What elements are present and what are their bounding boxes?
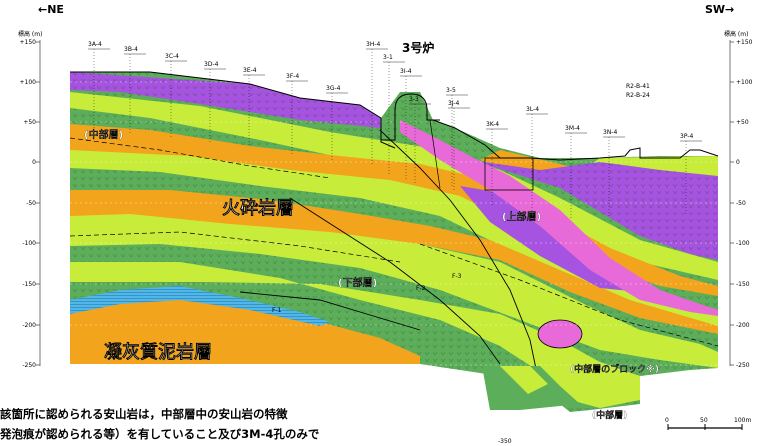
dashed-contact-3 xyxy=(419,243,719,347)
yellow-green-layer-1 xyxy=(70,92,718,280)
borehole-label: 3F-4 xyxy=(286,73,299,80)
axis-tick-label: +50 xyxy=(736,119,749,126)
elevation-unit-right: 標高 (m) xyxy=(724,30,748,38)
axis-tick-label: 0 xyxy=(32,159,36,166)
axis-tick-label: +100 xyxy=(736,79,753,86)
axis-tick-label: -150 xyxy=(736,281,750,288)
fault-line-f3 xyxy=(379,129,541,389)
dashed-contact xyxy=(69,137,331,179)
label-pyroclastic: 火砕岩層 xyxy=(222,197,294,219)
axis-tick-label: +50 xyxy=(23,119,36,126)
fault-line-f2 xyxy=(289,197,501,365)
reactor-building-outline xyxy=(380,93,440,141)
axis-tick-label: -250 xyxy=(736,362,750,369)
excavation-line xyxy=(429,119,441,189)
upper-purple-texture xyxy=(70,72,381,128)
note-line-1: 該箇所に認められる安山岩は，中部層中の安山岩の特徴 xyxy=(0,407,288,421)
borehole-label: R2-B-41 xyxy=(626,83,650,90)
axis-tick-label: -100 xyxy=(736,240,750,247)
blue-layer-texture xyxy=(70,286,330,326)
fault-label-f1: F-1 xyxy=(272,307,282,314)
label-middle-lower: (中部層) xyxy=(592,409,627,421)
scale-label-50: 50 xyxy=(700,417,708,424)
orange-layer-2 xyxy=(70,190,718,334)
fault-line-f1 xyxy=(239,291,421,331)
borehole-label: 3I-4 xyxy=(400,68,412,75)
axis-tick-label: -200 xyxy=(736,322,750,329)
borehole-label: 3E-4 xyxy=(243,67,257,74)
borehole-label: 3M-4 xyxy=(565,125,580,132)
borehole-label: 3-5 xyxy=(446,87,456,94)
axis-tick-label: +100 xyxy=(20,79,37,86)
orange-layer-1 xyxy=(70,124,718,296)
upper-layer-purple-wedge-texture xyxy=(470,160,718,260)
borehole-label: 3P-4 xyxy=(680,133,693,140)
borehole-label: 3K-4 xyxy=(486,121,499,128)
direction-ne: ←NE xyxy=(38,3,64,16)
axis-tick-label: -350 xyxy=(498,438,512,445)
fault-label-f2: F-2 xyxy=(416,285,426,292)
reactor-label: 3号炉 xyxy=(402,40,434,55)
borehole-label: 3A-4 xyxy=(88,41,102,48)
middle-layer-block xyxy=(537,319,583,349)
scale-bar: 0 50 100m xyxy=(665,417,751,430)
label-tuff-mudstone: 凝灰質泥岩層 xyxy=(104,341,212,363)
boreholes: 3A-4 3B-4 3C-4 3D-4 3E-4 3F-4 3G-4 3H-43-1 3I-4 3… xyxy=(88,41,702,218)
ground-surface-right xyxy=(432,119,719,161)
borehole-label: 3G-4 xyxy=(326,85,341,92)
orange-layer-4 xyxy=(70,298,420,364)
borehole-label: 3C-4 xyxy=(165,53,179,60)
note-line-2: 発泡痕が認められる等）を有していること及び3M-4孔のみで xyxy=(0,427,319,441)
axis-tick-label: -200 xyxy=(22,322,36,329)
strata-group xyxy=(70,72,718,412)
yellow-green-layer-4 xyxy=(70,262,640,408)
axis-tick-label: -250 xyxy=(22,362,36,369)
label-middle-upper: (中部層) xyxy=(84,128,123,141)
axis-tick-label: +150 xyxy=(736,39,753,46)
label-middle-block: (中部層のブロック※) xyxy=(570,363,659,375)
scale-label-100: 100m xyxy=(734,417,751,424)
axis-tick-label: -50 xyxy=(736,200,746,207)
label-lower: (下部層) xyxy=(338,276,377,289)
direction-sw: SW→ xyxy=(705,3,734,16)
axis-tick-label: -100 xyxy=(22,240,36,247)
fault-label-f3: F-3 xyxy=(452,273,462,280)
dashed-contact-2 xyxy=(69,231,401,263)
left-axis-ticks: +150+100+500-50-100-150-200-250-300-350 xyxy=(20,39,512,445)
reactor-foundation xyxy=(484,157,534,191)
axis-tick-label: -150 xyxy=(22,281,36,288)
axis-tick-label: -50 xyxy=(26,200,36,207)
borehole-label: 3J-4 xyxy=(448,100,460,107)
borehole-label: 3H-4 xyxy=(366,41,380,48)
borehole-label: 3B-4 xyxy=(124,46,138,53)
borehole-label: R2-B-24 xyxy=(626,92,650,99)
elevation-unit-left: 標高 (m) xyxy=(18,30,42,38)
axis-tick-label: 0 xyxy=(736,159,740,166)
lower-lobe-yellow xyxy=(500,366,548,394)
borehole-label: 3-3 xyxy=(409,96,419,103)
axis-tick-label: +150 xyxy=(20,39,37,46)
borehole-label: 3N-4 xyxy=(603,129,617,136)
right-axis-ticks: +150 +100 +50 0 -50 -100 -150 -200 -250 xyxy=(730,39,753,369)
borehole-label: 3D-4 xyxy=(204,61,219,68)
pink-band xyxy=(400,120,718,316)
borehole-label: 3L-4 xyxy=(526,106,539,113)
borehole-label: 3-1 xyxy=(383,54,393,61)
label-upper: (上部層) xyxy=(502,210,541,223)
scale-label-0: 0 xyxy=(665,417,669,424)
